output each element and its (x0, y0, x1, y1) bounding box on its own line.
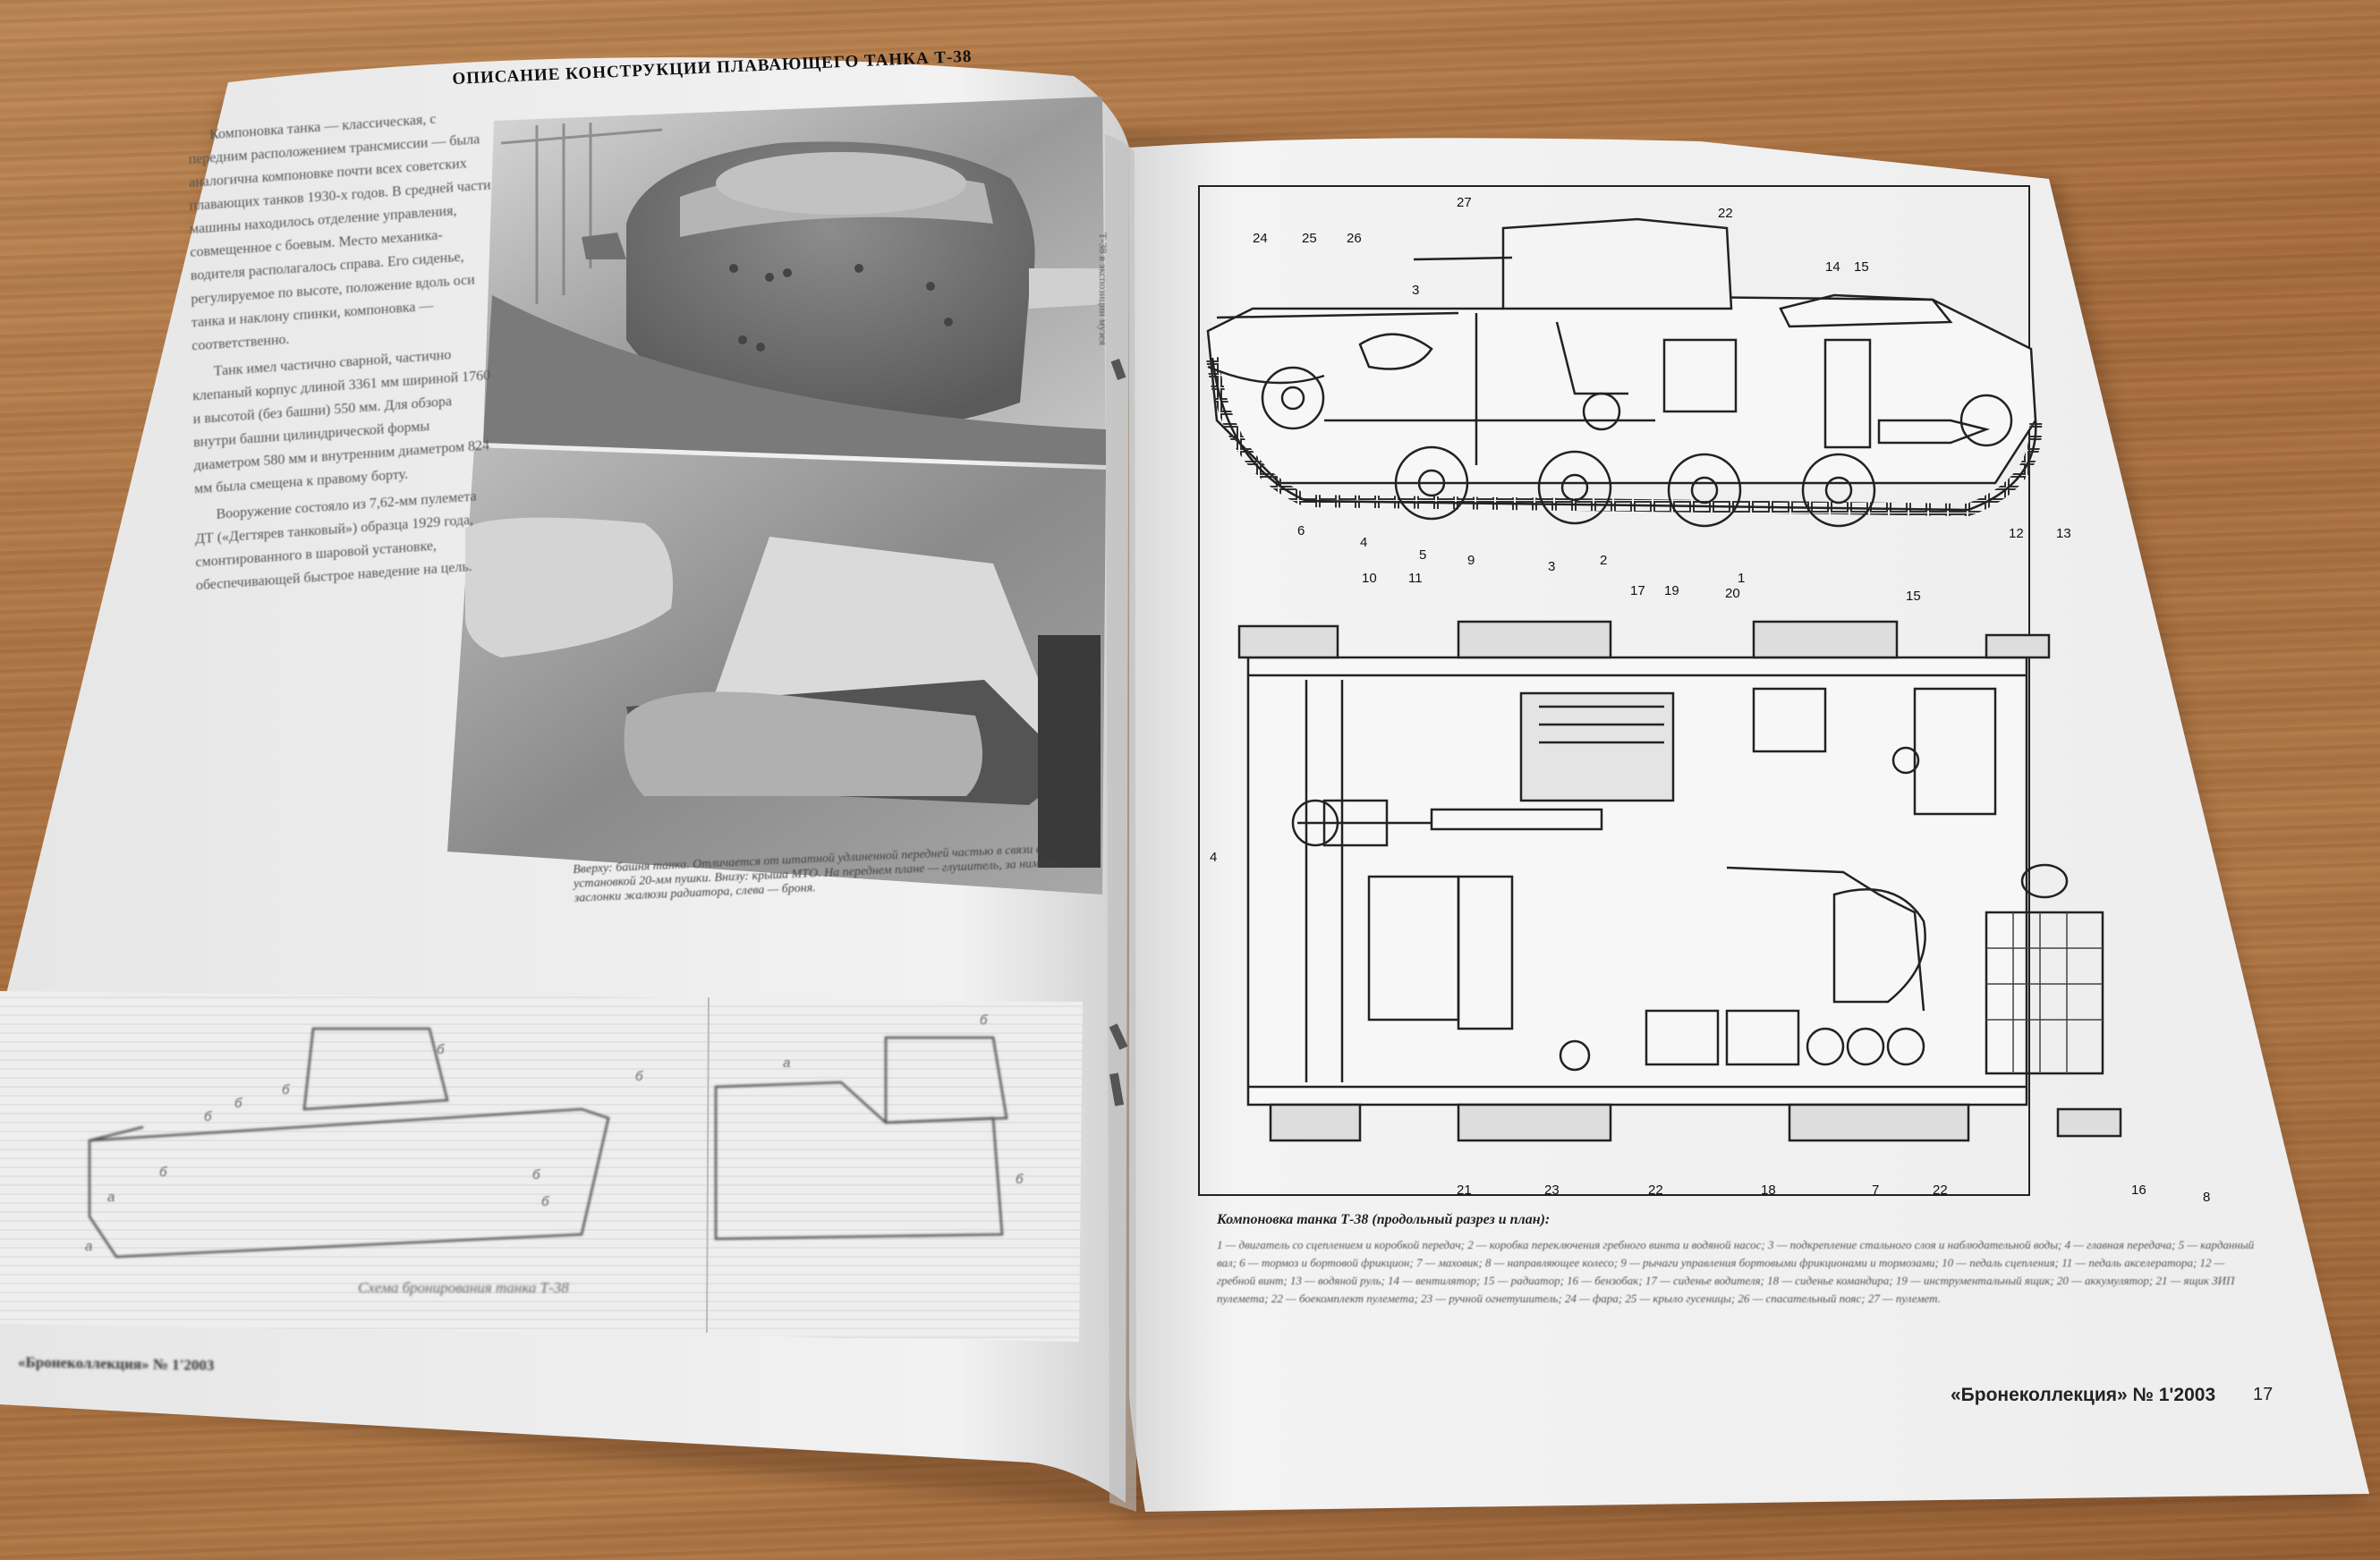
callout-number: 22 (1648, 1183, 1663, 1198)
callout-number: 3 (1548, 559, 1556, 574)
page-number: 17 (2253, 1385, 2274, 1404)
callout-number: 5 (1419, 547, 1427, 563)
callout-number: 16 (2131, 1183, 2146, 1198)
callout-number: б (541, 1194, 549, 1209)
callout-number: 11 (1408, 571, 1423, 586)
armor-scheme (0, 991, 1083, 1342)
callout-number: б (282, 1082, 290, 1098)
body-paragraph: Танк имел частично сварной, частично кле… (192, 347, 491, 497)
photo-turret (483, 97, 1106, 465)
callout-number: 19 (1664, 583, 1679, 598)
callout-number: а (85, 1239, 93, 1254)
callout-number: 10 (1362, 571, 1377, 586)
callout-number: 25 (1302, 231, 1317, 246)
callout-number: 13 (2056, 526, 2071, 541)
callout-number: 7 (1872, 1183, 1880, 1198)
callout-number: б (159, 1165, 167, 1180)
callout-number: б (635, 1069, 643, 1084)
drawing-legend: 1 — двигатель со сцеплением и коробкой п… (1217, 1238, 2255, 1305)
callout-number: 26 (1347, 231, 1362, 246)
callout-number: 6 (1297, 523, 1305, 538)
t38-layout-drawing (1198, 185, 2122, 1196)
callout-number: 15 (1906, 589, 1921, 604)
callout-number: 23 (1544, 1183, 1560, 1198)
callout-number: 1 (1738, 571, 1746, 586)
callout-number: 22 (1718, 206, 1733, 221)
callout-number: б (532, 1167, 540, 1183)
side-caption: Т-38 в экспозиции музея (1097, 233, 1109, 346)
body-paragraph: Компоновка танка — классическая, с перед… (188, 111, 491, 354)
photo-engine-deck (447, 447, 1106, 894)
callout-number: 15 (1854, 259, 1869, 275)
footer-left: «Бронеколлекция» № 1'2003 (17, 1353, 215, 1374)
callout-number: 8 (2203, 1190, 2211, 1205)
callout-number: 3 (1412, 283, 1420, 298)
callout-number: б (437, 1042, 445, 1057)
callout-number: б (1016, 1172, 1024, 1187)
callout-number: 21 (1457, 1183, 1472, 1198)
callout-number: 14 (1825, 259, 1840, 275)
drawing-caption-title: Компоновка танка Т-38 (продольный разрез… (1217, 1212, 1551, 1227)
callout-number: 24 (1253, 231, 1268, 246)
callout-number: 12 (2009, 526, 2024, 541)
callout-number: а (107, 1190, 115, 1205)
callout-number: 17 (1630, 583, 1645, 598)
callout-number: 22 (1933, 1183, 1948, 1198)
callout-number: 9 (1467, 553, 1475, 568)
footer-right: «Бронеколлекция» № 1'2003 (1951, 1385, 2216, 1405)
callout-number: 20 (1725, 586, 1740, 601)
callout-number: 27 (1457, 195, 1472, 210)
callout-number: б (980, 1013, 988, 1028)
callout-number: 18 (1761, 1183, 1776, 1198)
callout-number: а (783, 1056, 791, 1071)
callout-number: 2 (1600, 553, 1608, 568)
callout-number: б (234, 1096, 242, 1111)
callout-number: 4 (1360, 535, 1368, 550)
body-paragraph: Вооружение состояло из 7,62-мм пулемета … (194, 488, 477, 594)
armor-scheme-caption: Схема бронирования танка Т-38 (358, 1279, 569, 1296)
callout-number: 4 (1210, 850, 1218, 865)
callout-number: б (204, 1109, 212, 1124)
article-body: Компоновка танка — классическая, с перед… (188, 104, 499, 601)
